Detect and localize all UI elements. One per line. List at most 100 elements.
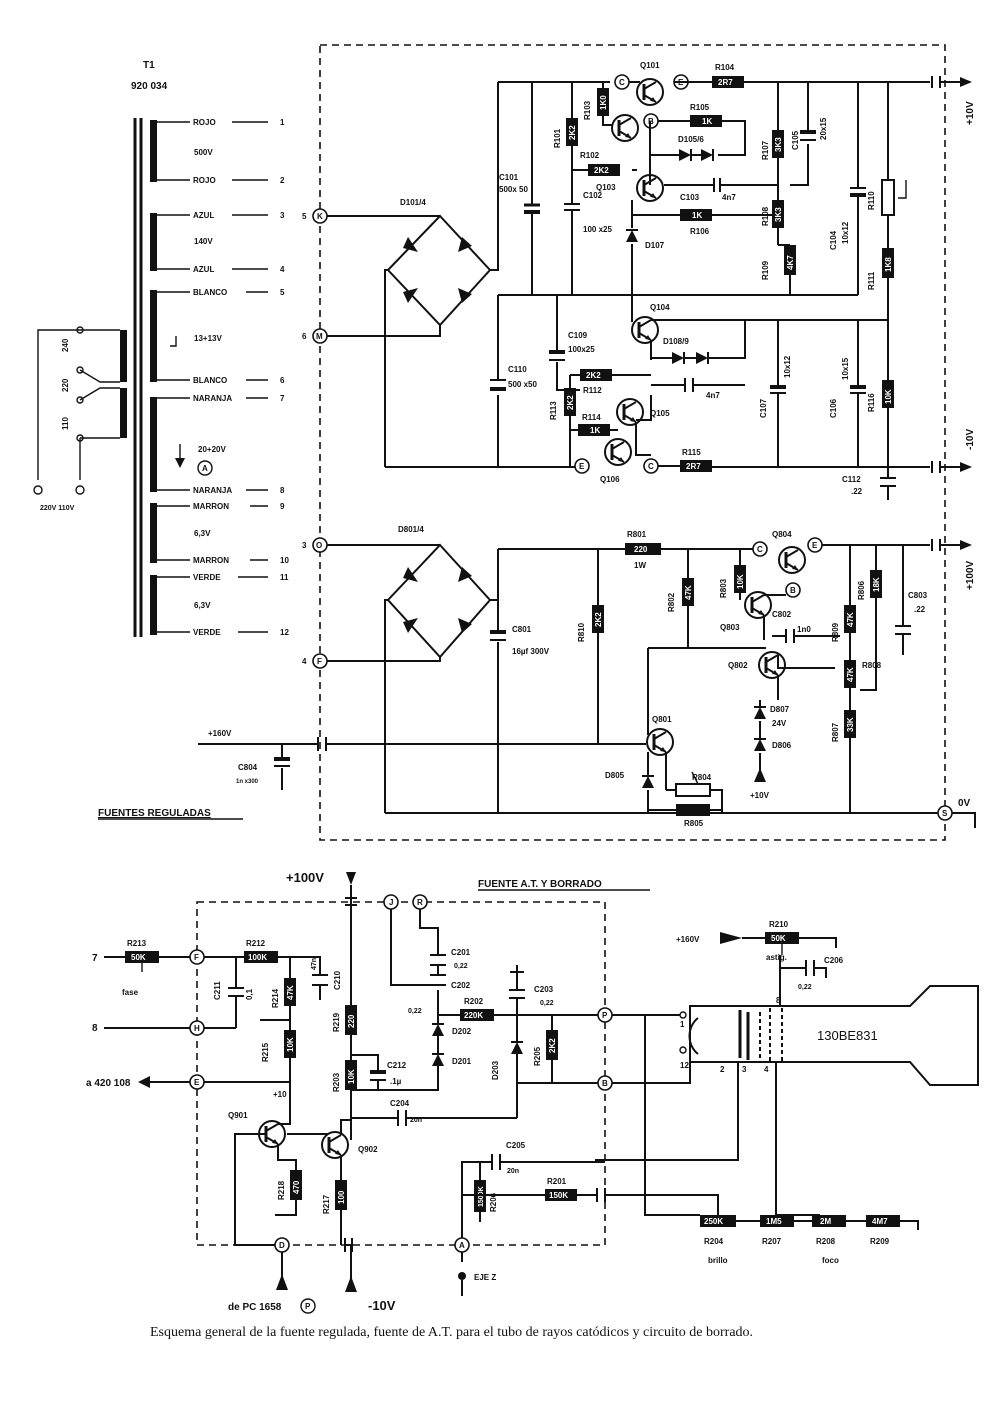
r107-body bbox=[772, 130, 784, 158]
r206-value: 1500K bbox=[478, 1186, 485, 1207]
crt-pin-12: 12 bbox=[680, 1061, 689, 1070]
winding-3-top: BLANCO bbox=[193, 288, 227, 297]
r109-value: 4K7 bbox=[786, 255, 795, 270]
transformer-t1: T1 920 034 ROJO 500V ROJO 1 2 bbox=[33, 60, 289, 637]
c801-label: C801 bbox=[512, 625, 532, 634]
fase-label: fase bbox=[122, 988, 139, 997]
r810-label: R810 bbox=[577, 622, 586, 642]
r104-value: 2R7 bbox=[718, 78, 733, 87]
c211-value: 0,1 bbox=[245, 988, 254, 1000]
c212-value: .1µ bbox=[390, 1077, 402, 1086]
r101-label: R101 bbox=[553, 128, 562, 148]
d108-label: D108/9 bbox=[663, 337, 689, 346]
r803-value: 10K bbox=[736, 574, 745, 589]
c203-label: C203 bbox=[534, 985, 554, 994]
r213-label: R213 bbox=[127, 939, 147, 948]
r213-value: 50K bbox=[131, 953, 146, 962]
r206-label: R206 bbox=[489, 1192, 498, 1212]
output-plus10-label: +10V bbox=[965, 101, 976, 125]
r105-label: R105 bbox=[690, 103, 710, 112]
winding-3-bottom: BLANCO bbox=[193, 376, 227, 385]
d201-diode bbox=[431, 1053, 445, 1067]
r105-body bbox=[690, 115, 722, 127]
r210-body bbox=[765, 932, 799, 944]
r102-value: 2K2 bbox=[594, 166, 609, 175]
r801-label: R801 bbox=[627, 530, 647, 539]
t1-part: 920 034 bbox=[131, 81, 168, 92]
c112-label: C112 bbox=[842, 475, 861, 484]
c106-value: 10x15 bbox=[841, 357, 850, 380]
connector-f-pin: 4 bbox=[302, 657, 307, 666]
r215-value: 10K bbox=[286, 1037, 295, 1052]
pin-2: 2 bbox=[280, 176, 285, 185]
tap-240: 220 bbox=[61, 378, 70, 392]
r108-label: R108 bbox=[761, 206, 770, 226]
r203-body bbox=[345, 1060, 357, 1090]
regulated-boundary bbox=[319, 44, 946, 841]
bridge-d801-label: D801/4 bbox=[398, 525, 424, 534]
marker-a-text: A bbox=[202, 464, 208, 473]
pin-6: 6 bbox=[280, 376, 285, 385]
marker-a-circle bbox=[197, 460, 213, 476]
r218-label: R218 bbox=[277, 1180, 286, 1200]
crt-pin-4: 4 bbox=[764, 1065, 769, 1074]
pin-3: 3 bbox=[280, 211, 285, 220]
plus10-label: +10 bbox=[273, 1090, 287, 1099]
winding-6-bottom: VERDE bbox=[193, 628, 221, 637]
winding-2-voltage: 140V bbox=[194, 237, 213, 246]
c202-label: C202 bbox=[451, 981, 471, 990]
r205-value: 2K2 bbox=[548, 1038, 557, 1053]
r807-label: R807 bbox=[831, 722, 840, 742]
r101-body bbox=[566, 118, 578, 146]
c103-value: 4n7 bbox=[722, 193, 736, 202]
q801-label: Q801 bbox=[652, 715, 672, 724]
r801-body bbox=[625, 543, 661, 555]
arrow-down-icon bbox=[346, 872, 356, 885]
winding-2-bottom: AZUL bbox=[193, 265, 214, 274]
c801-value: 16µf 300V bbox=[512, 647, 550, 656]
r111-value: 1K8 bbox=[884, 257, 893, 272]
r809-label: R809 bbox=[831, 622, 840, 642]
r106-label: R106 bbox=[690, 227, 710, 236]
r204-label: R204 bbox=[704, 1237, 724, 1246]
r209-label: R209 bbox=[870, 1237, 890, 1246]
r116-body bbox=[882, 380, 894, 408]
d203-label: D203 bbox=[491, 1060, 500, 1080]
r109-body bbox=[784, 245, 796, 275]
r810-body bbox=[592, 605, 604, 633]
c804-value: 1n x300 bbox=[236, 779, 259, 785]
r804-trimmer bbox=[675, 783, 711, 797]
c106-label: C106 bbox=[829, 398, 838, 418]
d202-diode bbox=[431, 1023, 445, 1037]
svg-text:E: E bbox=[812, 541, 818, 550]
c210-label: C210 bbox=[333, 970, 342, 990]
d106-diode bbox=[700, 148, 714, 162]
q901-label: Q901 bbox=[228, 1111, 248, 1120]
r205-label: R205 bbox=[533, 1046, 542, 1066]
c105-label: C105 bbox=[791, 130, 800, 150]
r204-value: 250K bbox=[704, 1217, 723, 1226]
winding-3-voltage: 13+13V bbox=[194, 334, 222, 343]
r801-value: 220 bbox=[634, 545, 648, 554]
connector-o-pin: 3 bbox=[302, 541, 307, 550]
r208-value: 2M bbox=[820, 1217, 831, 1226]
r102-label: R102 bbox=[580, 151, 600, 160]
crt-type-label: 130BE831 bbox=[817, 1028, 878, 1043]
r201-value: 150K bbox=[549, 1191, 568, 1200]
r104-label: R104 bbox=[715, 63, 735, 72]
foco-label: foco bbox=[822, 1256, 839, 1265]
r107-label: R107 bbox=[761, 140, 770, 160]
c204-value: 20n bbox=[410, 1117, 422, 1124]
q102-transistor bbox=[610, 113, 640, 143]
c212-label: C212 bbox=[387, 1061, 407, 1070]
arrow-right-icon bbox=[720, 932, 742, 944]
r802-value: 47K bbox=[684, 585, 693, 600]
connector-m-label: M bbox=[316, 332, 323, 341]
r112-label: R112 bbox=[583, 386, 602, 395]
q803-label: Q803 bbox=[720, 623, 740, 632]
r807-value: 33K bbox=[846, 717, 855, 732]
connector-o-label: O bbox=[316, 541, 322, 550]
r213-body bbox=[125, 951, 159, 963]
c803-value: .22 bbox=[914, 605, 926, 614]
input-pin-8: 8 bbox=[92, 1023, 98, 1034]
